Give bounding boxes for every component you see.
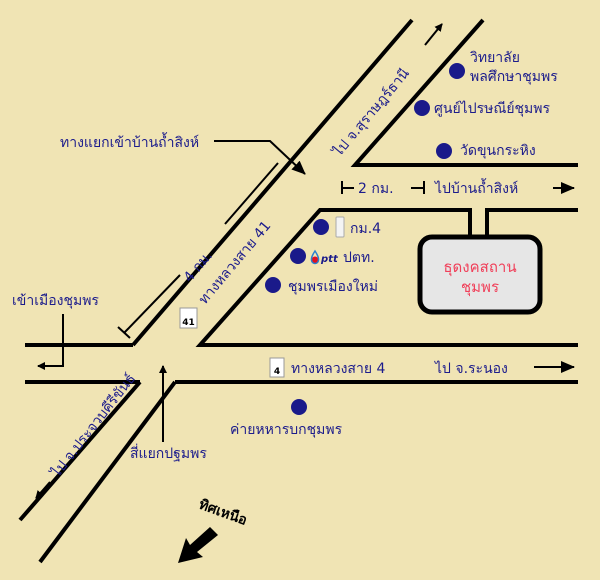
highway41-east-edge-south bbox=[195, 208, 578, 347]
ptt-logo-icon: ptt bbox=[310, 249, 339, 265]
place-college-line2: พลศึกษาชุมพร bbox=[470, 69, 558, 85]
pathomphon-junction-label: สี่แยกปฐมพร bbox=[130, 444, 207, 462]
place-college-line1: วิทยาลัย bbox=[470, 50, 520, 66]
place-dot-icon[interactable] bbox=[436, 143, 452, 159]
highway41-sign-icon: 41 bbox=[179, 307, 198, 329]
station-name-line2: ชุมพร bbox=[461, 278, 499, 297]
north-arrow-icon bbox=[178, 527, 218, 563]
to-ranong-label: ไป จ.ระนอง bbox=[434, 360, 508, 377]
place-chumphon-mueang-mai: ชุมพรเมืองใหม่ bbox=[288, 278, 378, 295]
place-ptt: ปตท. bbox=[343, 250, 375, 266]
distance-4km-line bbox=[224, 162, 279, 225]
junction-pointer-arrow-icon bbox=[214, 140, 306, 175]
km-marker-icon bbox=[335, 216, 345, 238]
place-dot-icon[interactable] bbox=[449, 63, 465, 79]
enter-city-label: เข้าเมืองชุมพร bbox=[12, 293, 99, 309]
highway4-label: ทางหลวงสาย 4 bbox=[291, 361, 385, 377]
station-access-right bbox=[485, 208, 578, 237]
place-dot-icon[interactable] bbox=[313, 219, 329, 235]
to-surat-arrow-icon bbox=[424, 23, 443, 46]
place-wat-khun-krahing: วัดขุนกระหิง bbox=[460, 143, 536, 159]
distance-2km-label: 2 กม. bbox=[358, 181, 394, 197]
highway41-sign-number: 41 bbox=[182, 318, 195, 328]
highway4-sign-icon: 4 bbox=[269, 357, 285, 378]
enter-city-arrow-icon bbox=[37, 314, 64, 370]
highway4-sign-number: 4 bbox=[274, 367, 280, 377]
north-label: ทิศเหนือ bbox=[197, 497, 250, 529]
place-post-office: ศูนย์ไปรษณีย์ชุมพร bbox=[434, 100, 550, 117]
highway41-east-edge-north bbox=[350, 18, 578, 167]
place-km4: กม.4 bbox=[350, 221, 381, 237]
to-prachuap-label: ไป จ.ประจวบคีรีขันธ์ bbox=[47, 370, 139, 481]
distance-4km-line bbox=[123, 274, 181, 334]
distance-tick bbox=[117, 326, 131, 339]
to-prachuap-arrow-icon bbox=[35, 481, 51, 499]
station-name-line1: ธุดงคสถาน bbox=[443, 258, 516, 277]
place-dot-icon[interactable] bbox=[414, 100, 430, 116]
southwest-road-edge-2 bbox=[38, 380, 177, 564]
road-lines bbox=[18, 18, 578, 564]
place-army-camp: ค่ายหหารบกชุมพร bbox=[230, 422, 343, 438]
place-dot-icon[interactable] bbox=[291, 399, 307, 415]
svg-text:ptt: ptt bbox=[320, 254, 339, 265]
place-dot-icon[interactable] bbox=[265, 277, 281, 293]
place-dot-icon[interactable] bbox=[290, 248, 306, 264]
to-ban-tham-sing-label: ไปบ้านถ้ำสิงห์ bbox=[434, 178, 518, 197]
highway41-west-edge bbox=[131, 18, 414, 347]
station-box[interactable]: ธุดงคสถาน ชุมพร bbox=[417, 234, 543, 315]
junction-tham-sing-label: ทางแยกเข้าบ้านถ้ำสิงห์ bbox=[60, 132, 199, 151]
